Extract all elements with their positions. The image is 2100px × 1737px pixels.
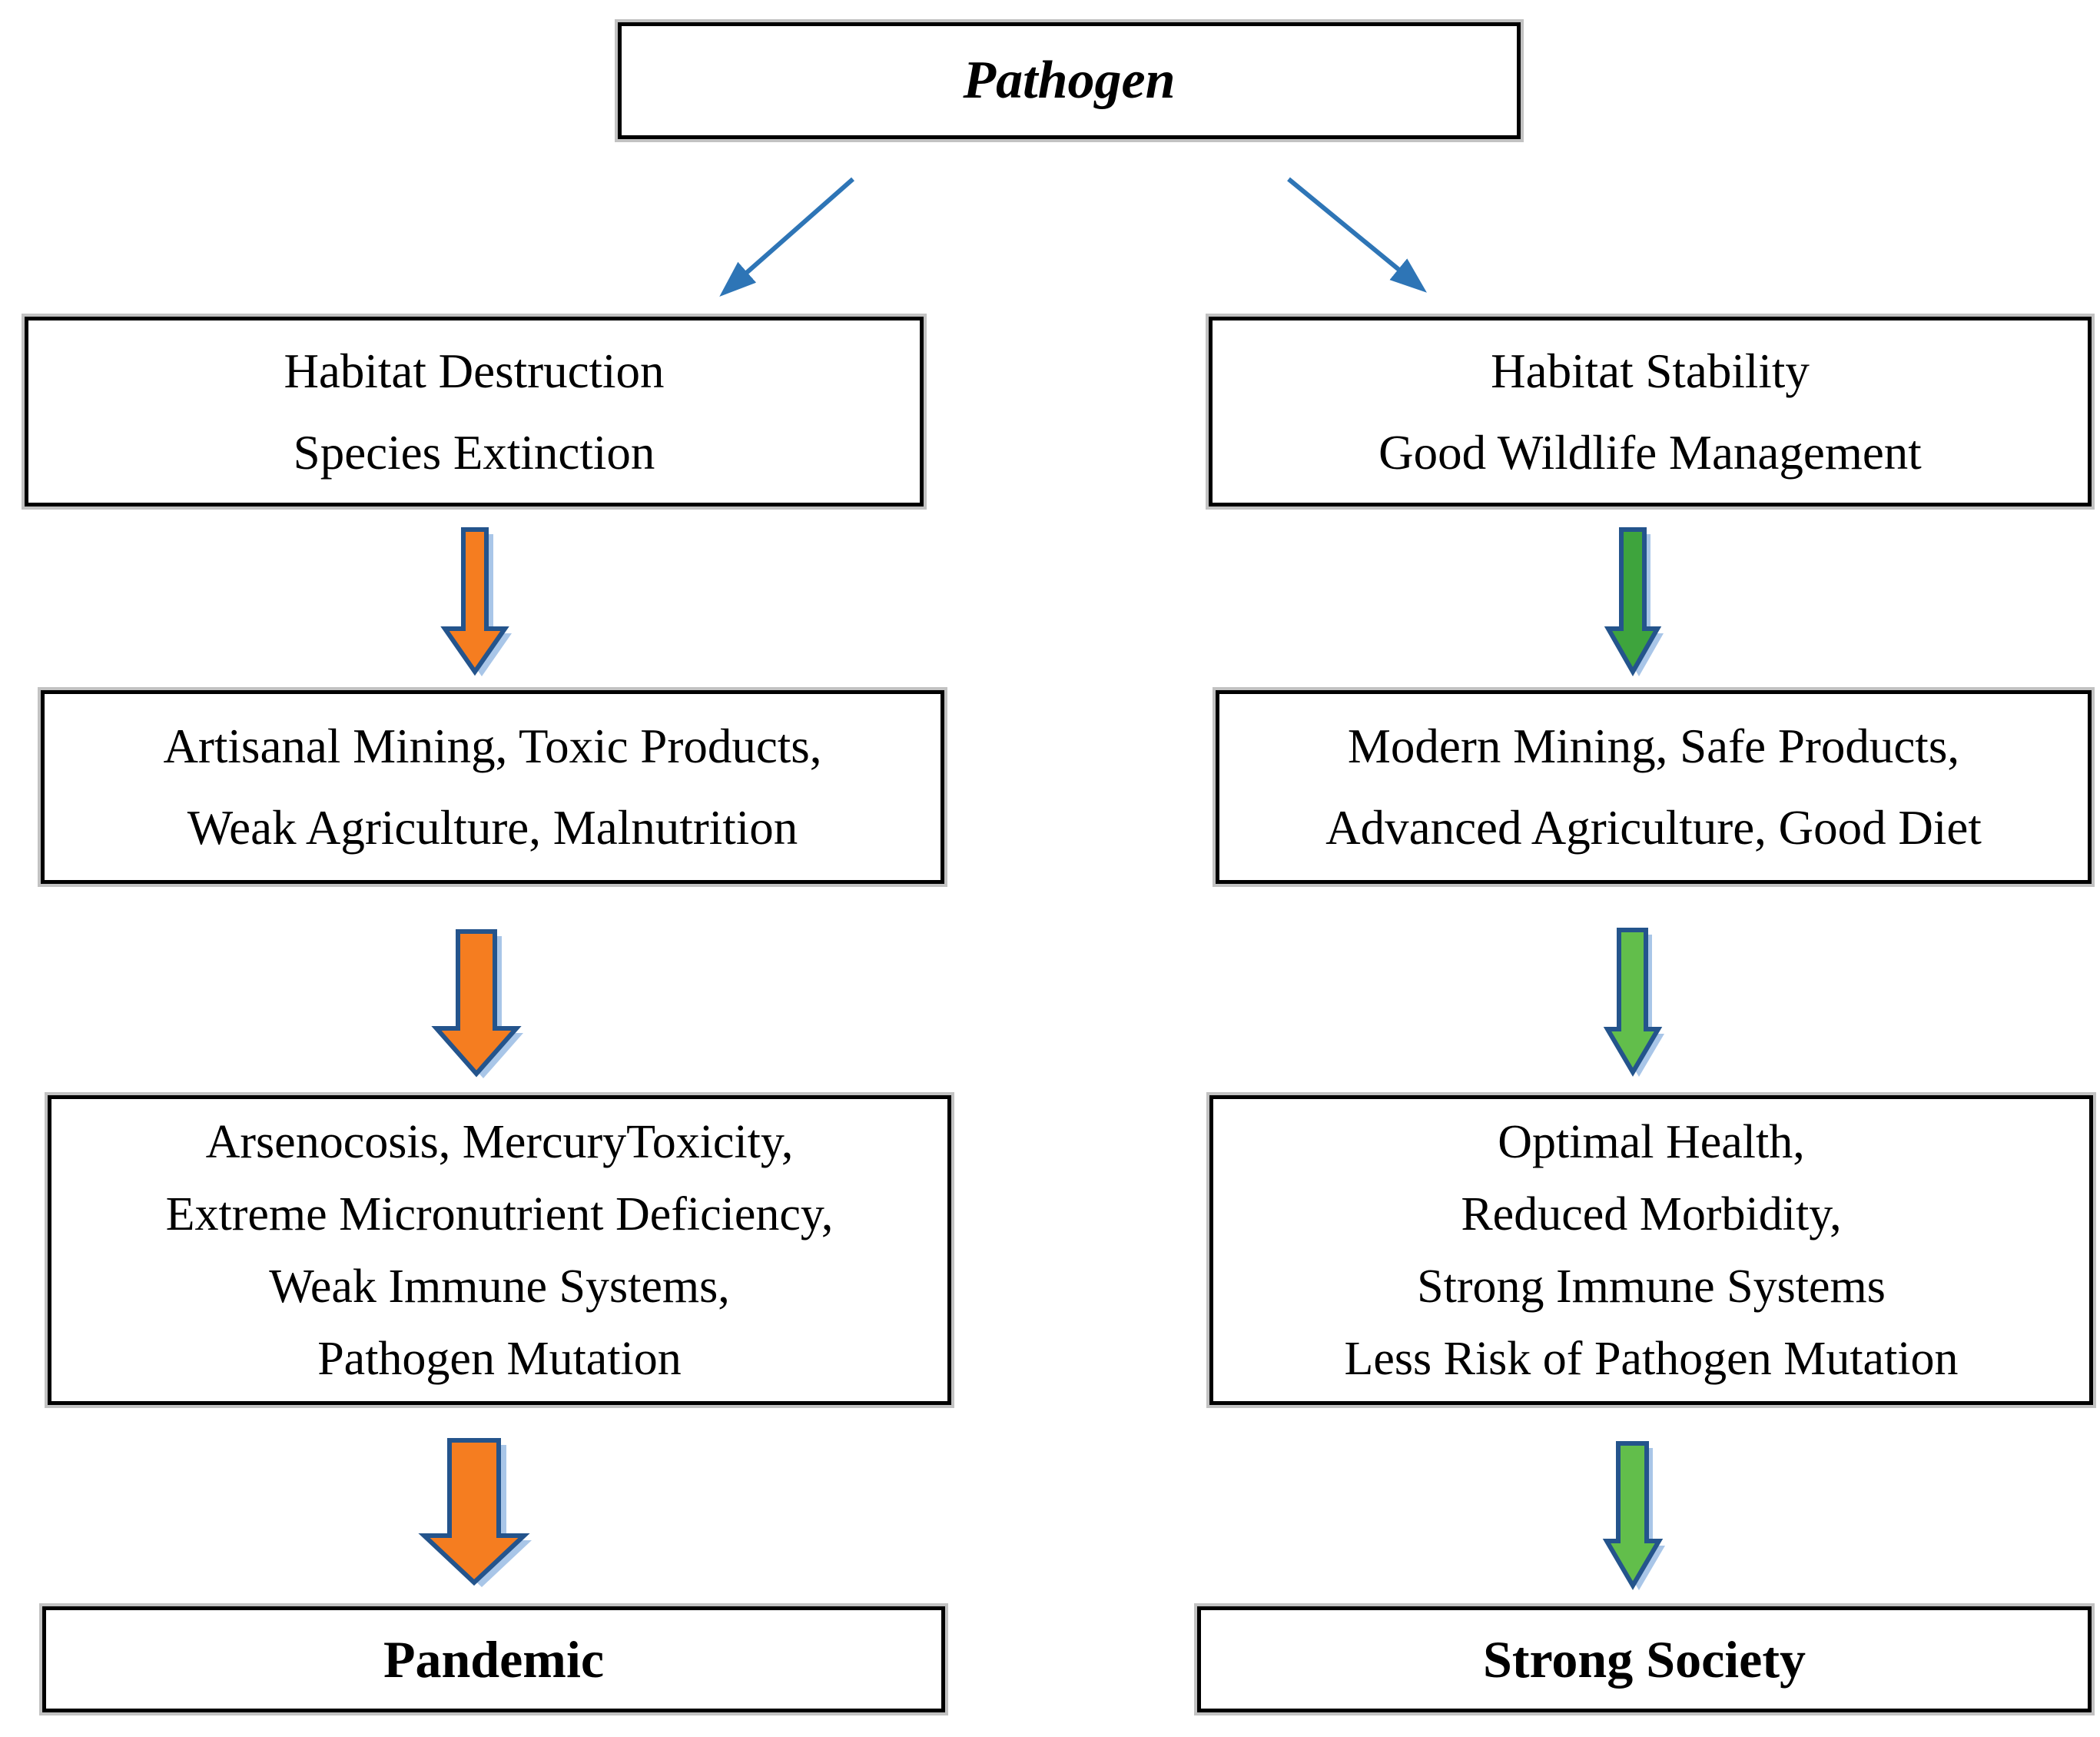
arsenocosis-box: Arsenocosis, MercuryToxicity, Extreme Mi…: [48, 1095, 951, 1405]
pathogen-label: Pathogen: [963, 51, 1176, 110]
arrow-body: [440, 527, 509, 676]
arrow-body: [1604, 527, 1662, 677]
text-line: Good Wildlife Management: [1378, 425, 1922, 480]
text-line: Reduced Morbidity,: [1461, 1187, 1842, 1240]
text-line: Extreme Micronutrient Deficiency,: [165, 1187, 834, 1240]
orange-down-arrow-1-icon: [440, 527, 512, 676]
text-line: Modern Mining, Safe Products,: [1347, 719, 1960, 773]
arrow-body: [1603, 928, 1663, 1077]
orange-down-arrow-2-icon: [431, 929, 523, 1078]
arrow-body: [1602, 1441, 1664, 1590]
green-down-arrow-3-icon: [1602, 1441, 1665, 1590]
green-down-arrow-2-icon: [1603, 928, 1664, 1077]
pandemic-box: Pandemic: [42, 1606, 945, 1712]
blue-arrow-to-left-branch-icon: [719, 177, 854, 297]
optimal-health-box: Optimal Health, Reduced Morbidity, Stron…: [1209, 1095, 2093, 1405]
green-down-arrow-1-icon: [1604, 527, 1664, 677]
pandemic-label: Pandemic: [383, 1629, 605, 1689]
text-line: Optimal Health,: [1498, 1115, 1805, 1168]
blue-arrow-right-line: [1287, 177, 1427, 293]
text-line: Advanced Agriculture, Good Diet: [1325, 801, 1982, 855]
arrow-body: [431, 929, 522, 1078]
text-line: Habitat Stability: [1491, 344, 1810, 398]
orange-down-arrow-3-icon: [418, 1438, 532, 1587]
text-line: Arsenocosis, MercuryToxicity,: [205, 1115, 794, 1168]
modern-mining-box: Modern Mining, Safe Products, Advanced A…: [1216, 690, 2092, 884]
text-line: Artisanal Mining, Toxic Products,: [163, 719, 822, 773]
habitat-stability-box: Habitat Stability Good Wildlife Manageme…: [1209, 317, 2092, 506]
text-line: Weak Immune Systems,: [269, 1260, 730, 1313]
habitat-destruction-box: Habitat Destruction Species Extinction: [25, 317, 924, 506]
pathogen-box: Pathogen: [618, 22, 1521, 139]
text-line: Pathogen Mutation: [317, 1332, 682, 1385]
text-line: Less Risk of Pathogen Mutation: [1344, 1332, 1959, 1385]
strong-society-label: Strong Society: [1483, 1629, 1806, 1689]
text-line: Strong Immune Systems: [1417, 1260, 1886, 1313]
text-line: Habitat Destruction: [284, 344, 665, 398]
arrow-body: [418, 1438, 530, 1586]
strong-society-box: Strong Society: [1197, 1606, 2092, 1712]
blue-arrow-left-line: [719, 177, 854, 297]
artisanal-mining-box: Artisanal Mining, Toxic Products, Weak A…: [41, 690, 944, 884]
text-line: Weak Agriculture, Malnutrition: [187, 801, 798, 855]
text-line: Species Extinction: [293, 425, 655, 480]
blue-arrow-to-right-branch-icon: [1287, 177, 1427, 293]
